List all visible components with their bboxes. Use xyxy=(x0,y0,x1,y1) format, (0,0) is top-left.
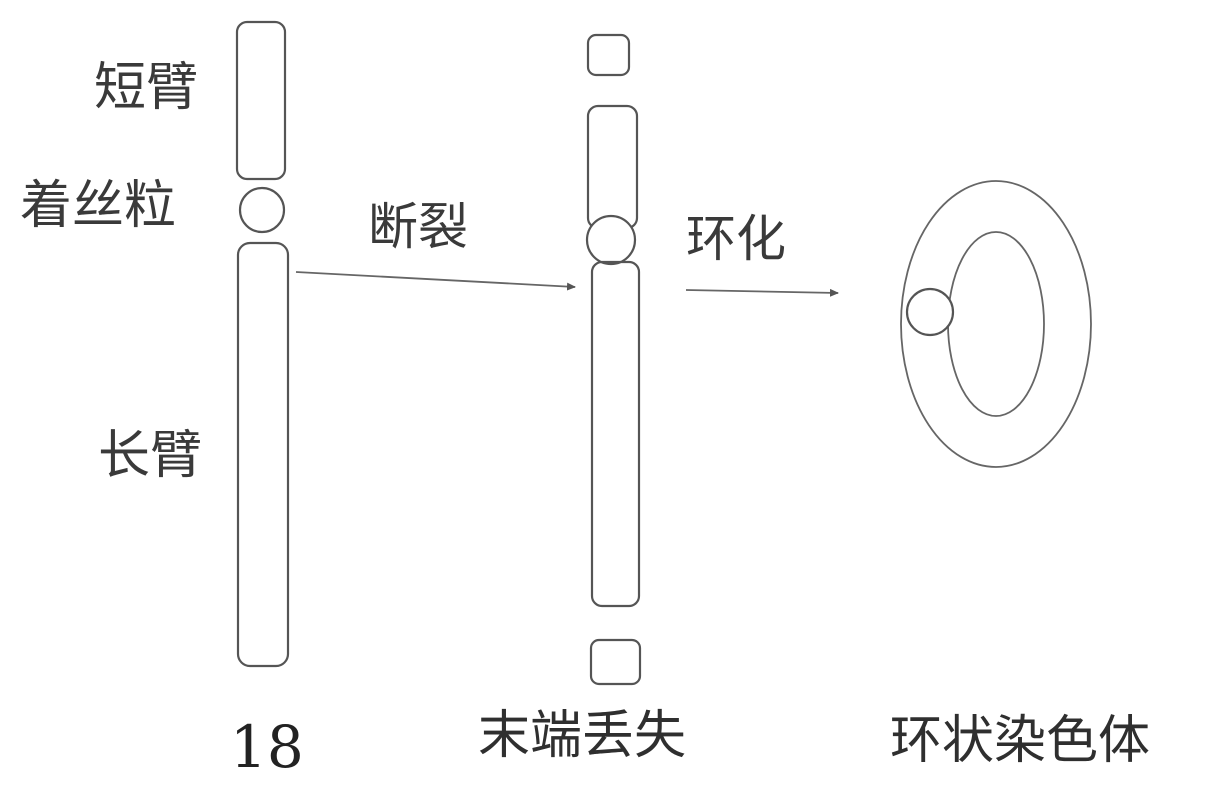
short-arm-shape xyxy=(235,20,287,181)
broken-centromere xyxy=(585,214,637,266)
long-arm-shape xyxy=(236,241,290,668)
label-long-arm: 长臂 xyxy=(98,426,203,486)
ring-inner xyxy=(947,231,1045,417)
broken-chromosome xyxy=(585,33,642,686)
normal-chromosome xyxy=(235,20,290,668)
lost-fragment-top xyxy=(586,33,631,77)
label-break: 断裂 xyxy=(368,198,468,256)
label-centromere: 着丝粒 xyxy=(20,176,177,236)
centromere-shape xyxy=(238,186,286,234)
label-ring-formation: 环化 xyxy=(686,210,786,268)
caption-terminal-loss: 末端丢失 xyxy=(478,706,687,766)
ring-chromosome xyxy=(900,180,1092,468)
ring-centromere xyxy=(905,287,955,337)
label-short-arm: 短臂 xyxy=(94,58,199,118)
ring-outer xyxy=(900,180,1092,468)
caption-ring-chromosome: 环状染色体 xyxy=(890,711,1151,771)
lost-fragment-bottom xyxy=(589,638,642,686)
caption-chromosome-18: 18 xyxy=(230,713,304,781)
break-arrow xyxy=(295,271,576,291)
broken-short-arm xyxy=(586,104,639,230)
broken-long-arm xyxy=(590,260,641,608)
ring-arrow xyxy=(685,288,839,297)
